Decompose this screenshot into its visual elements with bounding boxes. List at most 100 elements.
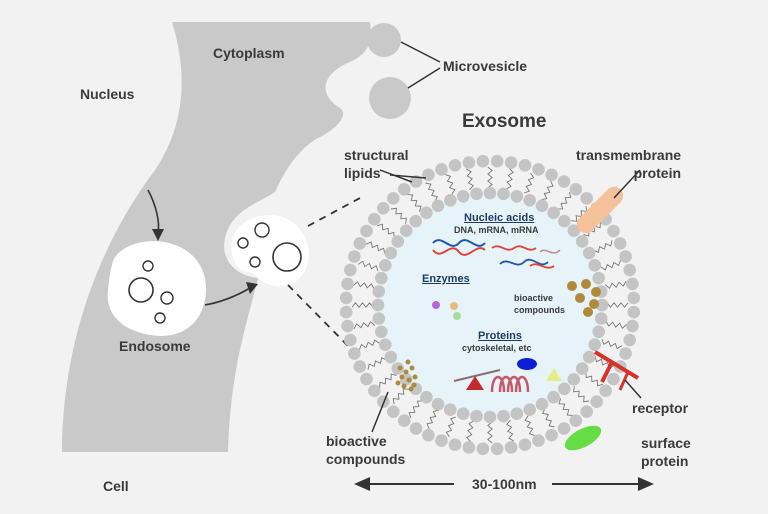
fusing-body <box>231 215 309 287</box>
lipid-tail <box>558 398 573 416</box>
enzyme <box>453 312 461 320</box>
arrow-right <box>204 287 251 306</box>
lipid-head <box>532 434 545 447</box>
lipid-head <box>595 298 609 312</box>
lipid-head <box>613 237 627 250</box>
nucleus-label: Nucleus <box>80 86 135 102</box>
lipid-head <box>397 414 411 428</box>
lipid-tail <box>600 260 622 271</box>
exosome-interior <box>378 193 602 417</box>
lipid-head <box>422 428 435 442</box>
lipid-head <box>547 206 560 220</box>
dashed-connector <box>307 197 361 227</box>
lipid-head <box>384 350 398 364</box>
bioactive-inner-label: bioactive compounds <box>514 293 565 315</box>
lipid-head <box>545 428 558 442</box>
cytoplasm-label: Cytoplasm <box>213 45 285 61</box>
lipid-head <box>422 168 435 182</box>
dna-strand <box>432 239 486 247</box>
lipid-head <box>557 422 571 435</box>
pointer-line <box>407 67 441 89</box>
lipid-tail <box>392 388 409 405</box>
lipid-head <box>375 325 388 339</box>
cytoskeletal-fiber <box>453 369 501 382</box>
lipid-tail <box>604 280 627 290</box>
lipid-tail <box>351 302 374 308</box>
lipid-head <box>523 403 536 417</box>
protein-blue <box>517 358 537 370</box>
lipid-head <box>339 291 353 305</box>
lipid-head <box>510 190 524 203</box>
lipid-head <box>599 384 612 398</box>
dashed-connector <box>287 284 353 351</box>
lipid-head <box>470 187 483 201</box>
lipid-head <box>497 409 510 423</box>
lipid-head <box>379 259 392 272</box>
lipid-head <box>409 214 423 228</box>
lipid-tail <box>426 409 439 430</box>
microvesicle-top <box>367 23 401 57</box>
lipid-head <box>462 441 476 454</box>
lipid-head <box>344 333 357 347</box>
lipid-head <box>341 277 354 291</box>
transmembrane-protein-label: transmembrane protein <box>576 147 682 181</box>
lipid-head <box>518 159 532 172</box>
lipid-head <box>341 319 354 333</box>
lipid-tail <box>542 408 555 428</box>
lipid-head <box>483 410 497 424</box>
rna-strand <box>499 258 549 266</box>
lipid-head <box>558 382 571 396</box>
exosome-title: Exosome <box>462 111 547 132</box>
lipid-head <box>353 360 367 373</box>
lipid-tail <box>445 173 456 195</box>
lipid-head <box>456 190 470 203</box>
lipid-head <box>375 271 388 285</box>
lipid-head <box>368 212 381 226</box>
fusing-vesicle <box>272 242 302 272</box>
lipid-tail <box>487 166 493 189</box>
lipid-head <box>409 175 423 188</box>
lipid-tail <box>487 421 493 444</box>
fusing-vesicle <box>254 222 270 238</box>
dna-strand <box>432 247 486 256</box>
lipid-head <box>535 199 549 213</box>
lipid-head <box>510 407 524 421</box>
lipid-head <box>582 350 596 364</box>
enzymes-title: Enzymes <box>422 273 470 285</box>
lipid-head <box>569 183 583 196</box>
lipid-head <box>387 192 400 205</box>
lipid-tail <box>408 400 424 419</box>
pointer-line <box>389 174 427 179</box>
lipid-head <box>387 405 400 419</box>
lipid-tail <box>353 281 375 290</box>
lipid-head <box>435 434 448 447</box>
lipid-head <box>490 154 504 168</box>
lipid-tail <box>466 420 475 442</box>
lipid-head <box>627 305 641 319</box>
lipid-tail <box>601 338 623 350</box>
lipid-head <box>435 163 448 176</box>
lipid-head <box>444 403 457 417</box>
pointer-line <box>624 379 642 399</box>
bioactive-cluster-outer <box>395 359 418 392</box>
lipid-head <box>547 390 560 404</box>
lipid-head <box>476 442 490 456</box>
bioactive-cluster-inner <box>567 279 601 317</box>
protein-red <box>466 376 484 390</box>
lipid-tail <box>425 182 438 202</box>
lipid-head <box>569 414 583 428</box>
lipid-head <box>607 372 620 386</box>
lipid-head <box>626 319 639 333</box>
lipid-tail <box>505 168 514 190</box>
transmembrane-protein <box>576 186 624 234</box>
lipid-head <box>575 235 589 248</box>
lipid-head <box>462 156 476 169</box>
proteins-subtitle: cytoskeletal, etc <box>462 343 532 353</box>
lipid-tail <box>585 371 604 387</box>
receptor-label: receptor <box>632 400 689 416</box>
lipid-head <box>557 175 571 188</box>
lipid-head <box>444 194 457 207</box>
lipid-head <box>523 194 536 207</box>
lipid-head <box>626 277 639 291</box>
